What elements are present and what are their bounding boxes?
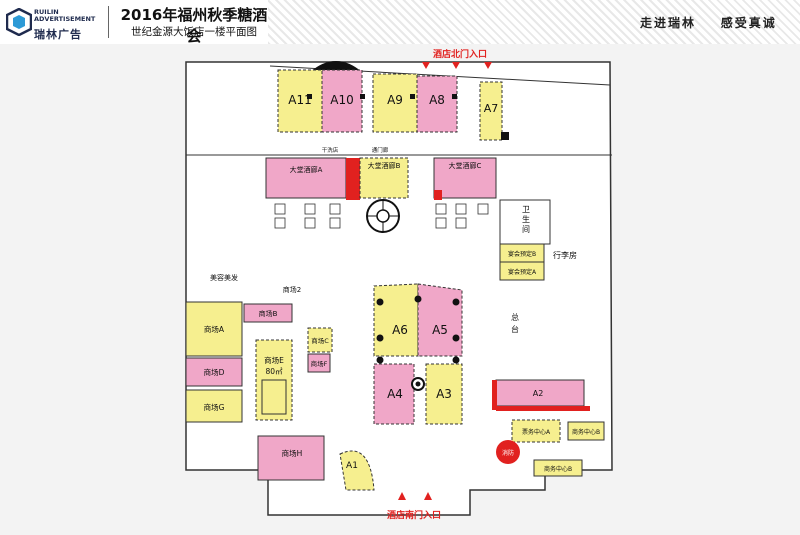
- business-center-label: 商务中心B: [572, 428, 600, 436]
- booth-a6-label: A6: [392, 323, 408, 337]
- pillar: [452, 94, 457, 99]
- pillar: [410, 94, 415, 99]
- banquet-reservation-a[interactable]: [499, 261, 545, 281]
- pillar: [307, 94, 312, 99]
- mall-a-label: 商场A: [204, 324, 225, 334]
- ruilin-logo: RUILIN ADVERTISEMENT 瑞林广告: [6, 6, 116, 41]
- mall-d[interactable]: [185, 357, 243, 387]
- north-entrance-arrows: [422, 62, 492, 69]
- booth-a7-label: A7: [484, 102, 499, 115]
- stage-dome: [310, 61, 362, 72]
- toilet-label: 卫生间: [522, 205, 530, 234]
- north-entrance-label: 酒店北门入口: [433, 48, 487, 60]
- booth-a5[interactable]: [417, 283, 463, 357]
- booth-a6[interactable]: [373, 283, 419, 357]
- booth-a8[interactable]: [416, 75, 458, 133]
- dry-cleaning-label: 干洗店: [322, 146, 339, 154]
- mall-h-label: 商场H: [282, 448, 303, 458]
- elevator-bank-right: [435, 203, 489, 229]
- red-wall: [434, 190, 442, 200]
- front-desk-label: 总台: [511, 312, 519, 334]
- lobby-lounge-a[interactable]: [265, 157, 347, 199]
- mall-h[interactable]: [257, 435, 325, 481]
- mall-f-label: 商场F: [311, 359, 328, 368]
- lobby-a-label: 大堂酒廊A: [290, 165, 323, 174]
- booth-a2-label: A2: [533, 389, 544, 398]
- booth-a8-label: A8: [429, 93, 445, 107]
- mall-g[interactable]: [185, 389, 243, 423]
- luggage-label: 行李房: [553, 250, 577, 260]
- elevator-bank-left: [274, 203, 341, 229]
- pillars-center: [376, 295, 460, 364]
- lobby-b-label: 大堂酒廊B: [368, 161, 401, 170]
- mall-e-stairs: [261, 379, 287, 415]
- header-divider: [108, 6, 109, 38]
- business-center-b[interactable]: [567, 421, 605, 441]
- ticket-center[interactable]: [511, 419, 561, 443]
- mall-c-label: 商场C: [311, 336, 329, 345]
- pillar: [360, 94, 365, 99]
- business-center-b2[interactable]: [533, 459, 583, 477]
- fountain-core: [415, 381, 421, 387]
- mall-b-label: 商场B: [259, 309, 278, 318]
- pillar: [501, 132, 509, 140]
- page-subtitle: 世纪金源大饭店一楼平面图: [131, 26, 257, 38]
- mall-b[interactable]: [243, 303, 293, 323]
- mall-c[interactable]: [307, 327, 333, 353]
- red-wall: [496, 406, 590, 411]
- business-center-2-label: 商务中心B: [544, 465, 572, 473]
- header-bar: RUILIN ADVERTISEMENT 瑞林广告 2016年福州秋季糖酒会 世…: [0, 0, 800, 45]
- floor-plan: A11 A10 A9 A8 A7 酒店北门入口 大堂酒廊A 大堂酒廊B 大堂酒廊…: [0, 44, 800, 531]
- booth-a4-label: A4: [387, 387, 403, 401]
- booth-a5-label: A5: [432, 323, 448, 337]
- mall-g-label: 商场G: [204, 402, 225, 412]
- fire-control-room: [496, 440, 520, 464]
- mall-e-label: 商场E: [264, 355, 284, 365]
- booth-a1-label: A1: [346, 461, 358, 471]
- header-pattern: [268, 0, 800, 44]
- booth-a4[interactable]: [373, 363, 415, 425]
- slogan: 走进瑞林 感受真诚: [640, 16, 777, 30]
- beauty-salon-label: 美容美发: [210, 273, 238, 282]
- booth-a7[interactable]: [479, 81, 503, 141]
- fire-control-label: 消防: [502, 449, 514, 457]
- mall-a[interactable]: [185, 301, 243, 357]
- booth-a10-label: A10: [330, 93, 353, 107]
- staircase-core: [376, 209, 390, 223]
- south-entrance-arrows: [398, 492, 432, 500]
- mall-f[interactable]: [307, 353, 331, 373]
- booth-a11-label: A11: [288, 93, 311, 107]
- floor-plan-svg: A11 A10 A9 A8 A7 酒店北门入口 大堂酒廊A 大堂酒廊B 大堂酒廊…: [185, 48, 613, 521]
- mall-d-label: 商场D: [204, 367, 225, 377]
- banquet-b-label: 宴会预定B: [508, 250, 536, 258]
- logo-icon: [6, 8, 32, 36]
- banquet-a-label: 宴会预定A: [508, 268, 537, 276]
- ticket-center-label: 票务中心A: [522, 428, 551, 436]
- staircase-steps: [367, 200, 399, 232]
- logo-chinese: 瑞林广告: [34, 28, 82, 41]
- booth-a1[interactable]: [339, 450, 375, 491]
- red-wall: [346, 158, 360, 200]
- mall-2-label: 商场2: [283, 285, 301, 294]
- logo-english: RUILIN ADVERTISEMENT: [34, 8, 96, 23]
- lobby-lounge-b[interactable]: [359, 157, 409, 199]
- page-title: 2016年福州秋季糖酒会: [120, 6, 268, 45]
- red-wall: [492, 380, 497, 410]
- lobby-c-label: 大堂酒廊C: [449, 161, 482, 170]
- lobby-lounge-c[interactable]: [433, 157, 497, 199]
- mall-e-area-label: 80㎡: [265, 367, 283, 376]
- booth-a10[interactable]: [321, 69, 363, 133]
- back-door-label: 通门廊: [372, 146, 389, 154]
- booth-a9-label: A9: [387, 93, 403, 107]
- booth-a3[interactable]: [425, 363, 463, 425]
- toilet-room: [499, 199, 551, 245]
- booth-a3-label: A3: [436, 387, 452, 401]
- south-entrance-label: 酒店南门入口: [387, 509, 441, 521]
